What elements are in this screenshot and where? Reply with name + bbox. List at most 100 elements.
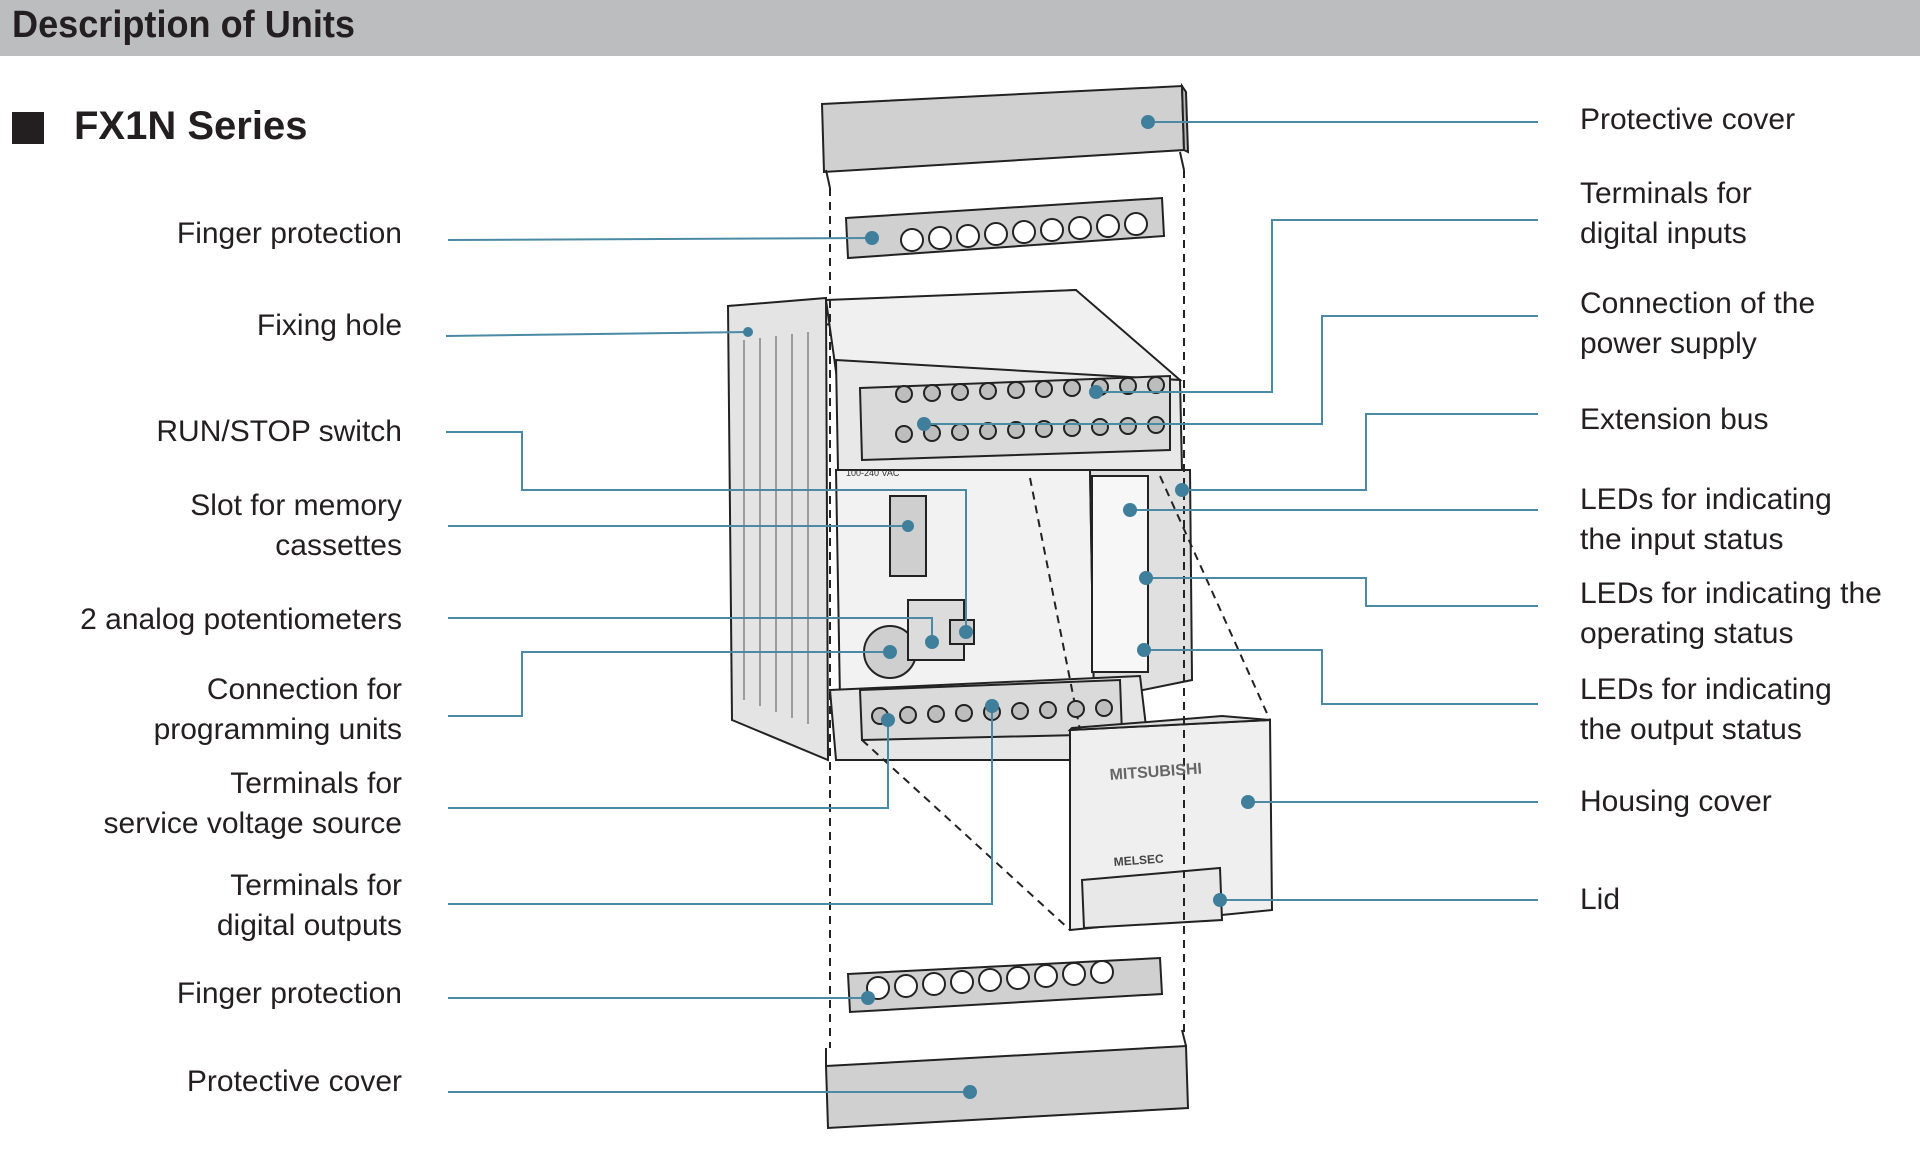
series-title: FX1N Series — [74, 104, 308, 148]
label-lid: Lid — [1580, 880, 1620, 920]
leader-lines — [445, 121, 1538, 1093]
label-line: digital inputs — [1580, 217, 1747, 250]
leader-run-stop-switch — [446, 431, 967, 630]
dot-extension-bus — [1175, 483, 1189, 497]
terminal-screw — [1063, 379, 1081, 397]
finger-protection-hole — [1012, 220, 1036, 244]
label-leds-input-status: LEDs for indicating the input status — [1580, 480, 1832, 560]
finger-protection-hole — [922, 972, 946, 996]
label-line: service voltage source — [103, 807, 402, 840]
label-protective-cover-top: Protective cover — [1580, 100, 1795, 140]
page-title: Description of Units — [12, 4, 355, 46]
header-bar: Description of Units — [0, 0, 1920, 56]
label-line: digital outputs — [216, 909, 402, 942]
dot-leds-operating-status — [1139, 571, 1153, 585]
leader-finger-protection-top — [447, 237, 873, 241]
label-line: LEDs for indicating the — [1580, 577, 1882, 610]
finger-protection-hole — [950, 970, 974, 994]
label-line: Terminals for — [1580, 177, 1752, 210]
terminal-screw — [1063, 419, 1081, 437]
label-fixing-hole: Fixing hole — [257, 306, 402, 346]
dot-leds-output-status — [1137, 643, 1151, 657]
dot-terminals-digital-inputs — [1089, 385, 1103, 399]
dot-terminals-digital-outputs — [985, 699, 999, 713]
finger-protection-hole — [1040, 218, 1064, 242]
terminal-screw — [979, 422, 997, 440]
terminal-screw — [899, 706, 917, 724]
finger-protection-bottom-holes — [866, 960, 1114, 1000]
finger-protection-hole — [1090, 960, 1114, 984]
terminal-screw — [927, 705, 945, 723]
label-line: Protective cover — [1580, 103, 1796, 136]
protective-cover-top — [820, 82, 1190, 189]
protective-cover-bottom — [824, 1029, 1190, 1130]
led-panel — [1091, 475, 1149, 673]
terminal-screw — [1091, 418, 1109, 436]
label-terminals-digital-inputs: Terminals for digital inputs — [1580, 174, 1752, 254]
label-line: Lid — [1580, 883, 1621, 916]
label-leds-output-status: LEDs for indicating the output status — [1580, 670, 1832, 750]
label-analog-potentiometers: 2 analog potentiometers — [80, 600, 402, 640]
dot-fixing-hole — [743, 327, 753, 337]
label-line: LEDs for indicating — [1580, 673, 1832, 706]
label-line: Housing cover — [1580, 785, 1772, 818]
label-finger-protection-bottom: Finger protection — [177, 974, 402, 1014]
label-line: Terminals for — [230, 869, 402, 902]
dot-connection-programming-units — [883, 645, 897, 659]
terminal-screw — [923, 384, 941, 402]
leader-connection-power-supply — [924, 315, 1538, 425]
label-run-stop-switch: RUN/STOP switch — [156, 412, 402, 452]
leader-analog-potentiometers — [448, 617, 933, 640]
leader-extension-bus — [1182, 413, 1538, 491]
label-line: the output status — [1580, 713, 1802, 746]
label-line: Extension bus — [1580, 403, 1769, 436]
label-line: power supply — [1580, 327, 1757, 360]
finger-protection-hole — [978, 968, 1002, 992]
finger-protection-hole — [900, 228, 924, 252]
terminal-screw — [1095, 699, 1113, 717]
finger-protection-hole — [1062, 962, 1086, 986]
finger-protection-hole — [894, 974, 918, 998]
label-protective-cover-bottom: Protective cover — [187, 1062, 402, 1102]
leader-leds-output-status — [1144, 649, 1538, 705]
leader-dots — [743, 115, 1255, 1099]
terminal-screw — [1007, 381, 1025, 399]
label-line: Fixing hole — [256, 309, 402, 342]
dot-terminals-service-voltage — [881, 713, 895, 727]
leader-connection-programming-units — [448, 651, 890, 717]
terminal-screw — [951, 423, 969, 441]
dot-finger-protection-bottom — [861, 991, 875, 1005]
label-line: Slot for memory — [190, 489, 402, 522]
device-illustration — [726, 82, 1274, 1130]
label-finger-protection-top: Finger protection — [177, 214, 402, 254]
terminal-screw — [955, 704, 973, 722]
label-line: Connection for — [206, 673, 402, 706]
label-connection-programming-units: Connection for programming units — [154, 670, 402, 750]
finger-protection-top-holes — [900, 212, 1148, 252]
dot-finger-protection-top — [865, 231, 879, 245]
terminal-screw — [1039, 701, 1057, 719]
terminal-screw — [1007, 421, 1025, 439]
dot-slot-memory-cassettes — [902, 520, 914, 532]
finger-protection-hole — [956, 224, 980, 248]
label-line: operating status — [1580, 617, 1794, 650]
finger-protection-hole — [1068, 216, 1092, 240]
dot-analog-potentiometers — [925, 635, 939, 649]
terminal-screw — [951, 383, 969, 401]
dot-run-stop-switch — [959, 625, 973, 639]
label-line: 2 analog potentiometers — [80, 603, 402, 636]
label-line: LEDs for indicating — [1580, 483, 1832, 516]
terminal-screw — [979, 382, 997, 400]
label-terminals-service-voltage: Terminals for service voltage source — [104, 764, 402, 844]
finger-protection-hole — [1006, 966, 1030, 990]
series-marking: MELSEC — [1113, 852, 1164, 869]
terminal-screw — [1119, 377, 1137, 395]
dot-protective-cover-bottom — [963, 1085, 977, 1099]
label-terminals-digital-outputs: Terminals for digital outputs — [217, 866, 402, 946]
finger-protection-hole — [1124, 212, 1148, 236]
terminal-screw — [1011, 702, 1029, 720]
label-line: Connection of the — [1580, 287, 1816, 320]
lid — [1080, 866, 1224, 930]
label-line: programming units — [153, 713, 402, 746]
